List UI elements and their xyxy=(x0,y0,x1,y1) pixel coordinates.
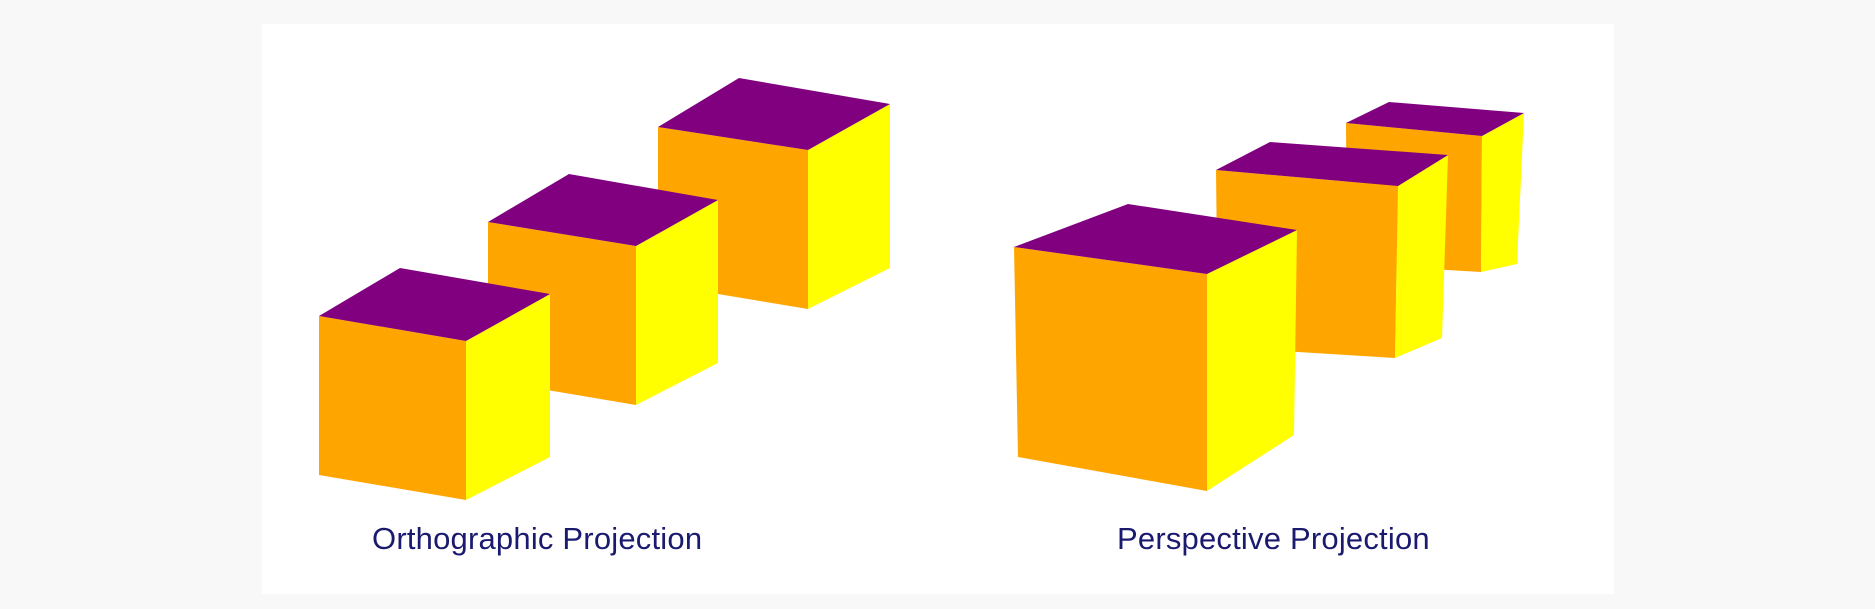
persp-cube-1 xyxy=(1014,204,1297,491)
cube-front-face xyxy=(1014,247,1207,491)
cube-top-face xyxy=(488,174,718,246)
cube-side-face xyxy=(1481,113,1524,272)
cube-side-face xyxy=(1207,230,1297,491)
perspective-caption: Perspective Projection xyxy=(1117,521,1430,556)
orthographic-caption: Orthographic Projection xyxy=(372,521,703,556)
cube-top-face xyxy=(1216,142,1448,186)
cube-top-face xyxy=(1346,102,1524,136)
cube-side-face xyxy=(466,294,550,500)
cubes-illustration xyxy=(319,78,1524,500)
cube-side-face xyxy=(636,200,718,405)
cube-top-face xyxy=(1014,204,1297,274)
cube-top-face xyxy=(319,268,550,341)
projection-figure: Orthographic Projection Perspective Proj… xyxy=(262,24,1614,594)
perspective-panel xyxy=(1014,102,1524,491)
ortho-cube-1 xyxy=(319,268,550,500)
cube-front-face xyxy=(319,316,466,500)
cube-side-face xyxy=(808,104,890,309)
cube-side-face xyxy=(1395,155,1448,358)
cube-top-face xyxy=(658,78,890,150)
orthographic-panel xyxy=(319,78,890,500)
persp-cube-2 xyxy=(1216,142,1448,358)
